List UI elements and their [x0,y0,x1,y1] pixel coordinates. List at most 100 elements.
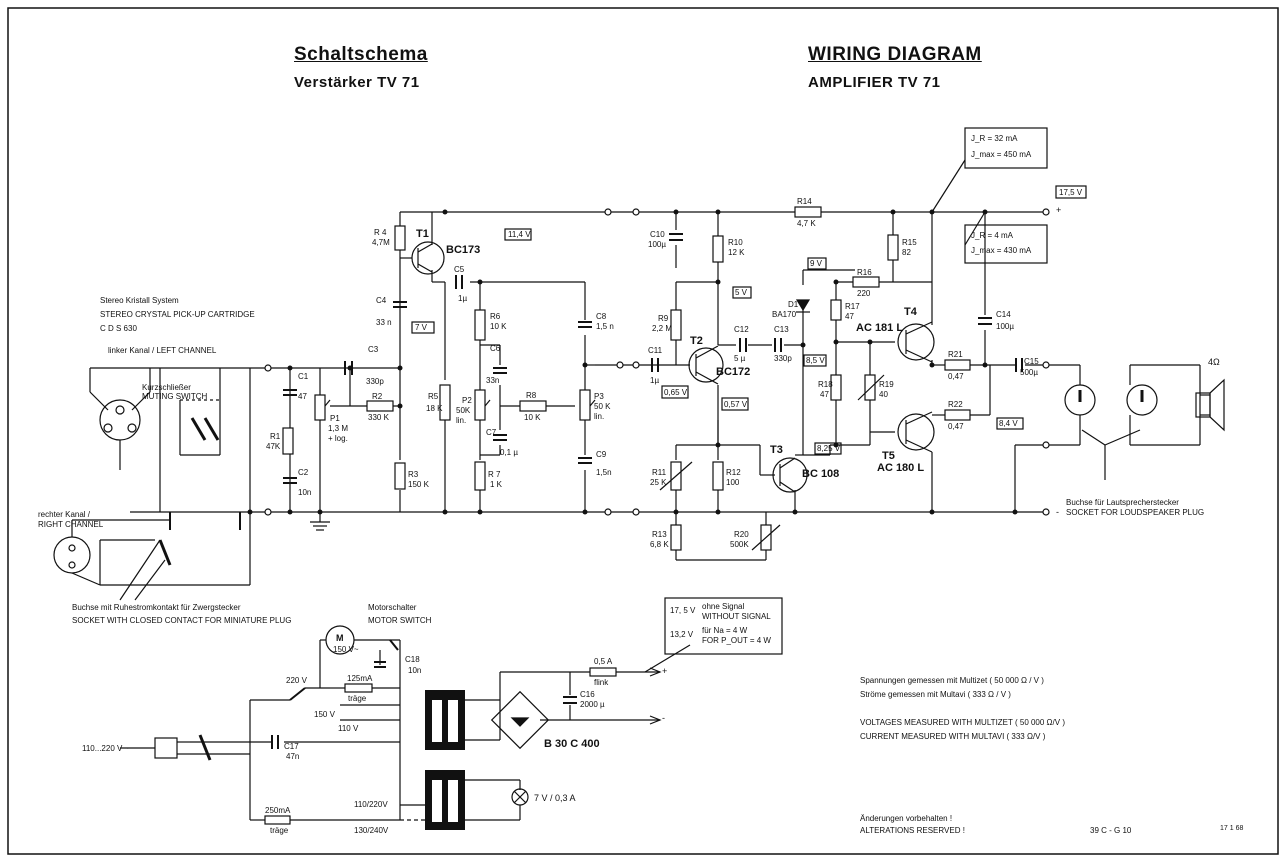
r5 [439,384,451,421]
t2-ref: T2 [690,335,703,347]
v-9: 9 V [810,259,823,268]
t3-ref: T3 [770,444,783,456]
r6-ref: R6 [490,312,501,321]
c5-val: 1µ [458,294,468,303]
cartridge-en: STEREO CRYSTAL PICK-UP CARTRIDGE [100,310,255,319]
r14 [794,206,822,218]
r9-ref: R9 [658,314,669,323]
r3-val: 150 K [408,480,429,489]
cartridge-model: C D S 630 [100,324,137,333]
c16-ref: C16 [580,690,595,699]
measure-l3: VOLTAGES MEASURED WITH MULTIZET ( 50 000… [860,718,1065,727]
c17-ref: C17 [284,742,299,751]
t5-body [897,413,935,451]
c11-ref: C11 [648,346,663,355]
c15-val: 500µ [1020,368,1038,377]
r11-ref: R11 [652,468,667,477]
footer-changes-en: ALTERATIONS RESERVED ! [860,826,965,835]
motor-switch-de: Motorschalter [368,603,417,612]
c8-val: 1,5 n [596,322,614,331]
speaker-socket-en: SOCKET FOR LOUDSPEAKER PLUG [1066,508,1205,517]
current-imax1: J_max = 450 mA [971,150,1032,159]
c7-ref: C7 [486,428,497,437]
fuse-05a [589,667,617,677]
c6-val: 33n [486,376,500,385]
footer-changes-de: Änderungen vorbehalten ! [860,814,953,823]
r12 [712,461,724,491]
r17-ref: R17 [845,302,860,311]
r16-val: 220 [857,289,871,298]
supply-t1-en: WITHOUT SIGNAL [702,612,771,621]
r6 [474,309,486,341]
voltage-boxes [411,185,1087,455]
c3-ref: C3 [368,345,379,354]
v-11-4: 11,4 V [508,230,531,239]
speaker-section [1064,378,1225,480]
supply-t1-de: ohne Signal [702,602,745,611]
c14-ref: C14 [996,310,1011,319]
fuse3-label: 0,5 A [594,657,613,666]
c3-val: 330p [366,377,384,386]
fuse-125ma [344,683,373,693]
p2-ref: P2 [462,396,472,405]
r13-ref: R13 [652,530,667,539]
v-8-5: 8,5 V [806,356,825,365]
r13-val: 6,8 K [650,540,669,549]
v-supply: 17,5 V [1059,188,1083,197]
supply-note-box [664,597,783,655]
c9-ref: C9 [596,450,607,459]
r9-val: 2,2 M [652,324,673,333]
r9 [670,309,682,341]
c9-val: 1,5n [596,468,612,477]
measure-l4: CURRENT MEASURED WITH MULTAVI ( 333 Ω/V … [860,732,1046,741]
r3 [394,462,406,490]
footer-code: 39 C - G 10 [1090,826,1132,835]
c10-val: 100µ [648,240,666,249]
t5-ref: T5 [882,450,895,462]
r18 [830,374,842,401]
ground-symbol [310,512,330,531]
c18-ref: C18 [405,655,420,664]
r7-ref: R 7 [488,470,501,479]
trimmer-arrows [324,374,885,551]
power-supply [120,625,691,830]
c4-ref: C4 [376,296,387,305]
r8-val: 10 K [524,413,541,422]
ps-plus: + [662,666,668,676]
c7-val: 0,1 µ [500,448,518,457]
d1-diode [795,299,811,312]
v-8-4: 8,4 V [999,419,1018,428]
r17 [830,299,842,321]
r19-ref: R19 [879,380,894,389]
r2-ref: R2 [372,392,383,401]
right-channel-socket [53,512,241,586]
v-7: 7 V [415,323,428,332]
r14-val: 4,7 K [797,219,816,228]
c15-ref: C15 [1024,357,1039,366]
r12-ref: R12 [726,468,741,477]
r19 [864,374,876,401]
p3-ref: P3 [594,392,604,401]
page-border [7,7,1279,855]
r20-ref: R20 [734,530,749,539]
socket-de: Buchse mit Ruhestromkontakt für Zwergste… [72,603,241,612]
r8 [519,400,547,412]
cartridge-symbol [89,368,151,441]
r14-ref: R14 [797,197,812,206]
c1-ref: C1 [298,372,309,381]
v-0-57: 0,57 V [724,400,748,409]
t1-type: BC173 [446,244,481,256]
terminals [264,208,1050,516]
r-p2 [474,389,486,421]
r1 [282,427,294,455]
r5-ref: R5 [428,392,439,401]
r22-val: 0,47 [948,422,964,431]
measure-l1: Spannungen gemessen mit Multizet ( 50 00… [860,676,1044,685]
resistors [282,206,971,551]
ps-minus: - [662,713,665,723]
supply-t2-de: für Na = 4 W [702,626,748,635]
c11-val: 1µ [650,376,660,385]
r20-val: 500K [730,540,749,549]
subtitle-en: AMPLIFIER TV 71 [808,74,941,91]
fuse1-label: 125mA [347,674,373,683]
